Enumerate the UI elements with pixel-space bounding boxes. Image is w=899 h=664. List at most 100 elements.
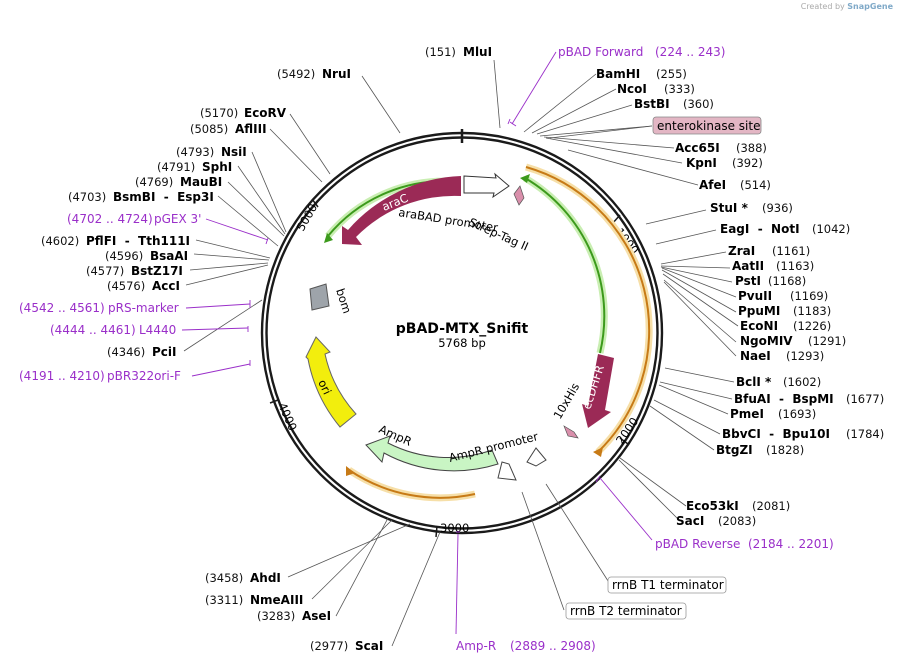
primer-name: Amp-R (456, 639, 496, 653)
site-name: PmeI (730, 407, 764, 421)
site-pos: (4703) (68, 190, 106, 204)
site-name: BstBI (634, 97, 670, 111)
primer-pos: (2889 .. 2908) (510, 639, 596, 653)
site-name: NaeI (740, 349, 771, 363)
site-name: NgoMIV (740, 334, 793, 348)
rrnB-T1-label: rrnB T1 terminator (612, 578, 724, 592)
site-pos: (5085) (190, 122, 228, 136)
site-pos: (4576) (107, 279, 145, 293)
site-pos: (1784) (846, 427, 884, 441)
primers: pBAD Forward (224 .. 243) (4702 .. 4724)… (19, 45, 834, 653)
his-tag-label: 10xHis (550, 380, 582, 421)
site-pos: (333) (664, 82, 695, 96)
site-name: ScaI (355, 639, 383, 653)
enterokinase-feature: enterokinase site (549, 116, 762, 139)
site-pos: (1161) (772, 244, 810, 258)
site-pos: (3458) (205, 571, 243, 585)
site-name: BbvCI - Bpu10I (722, 427, 830, 441)
site-pos: (4793) (176, 145, 214, 159)
primer-pos: (4191 .. 4210) (19, 369, 105, 383)
site-pos: (1291) (808, 334, 846, 348)
site-pos: (5492) (277, 67, 315, 81)
ecDHFR-feature: ecDHFR (580, 354, 614, 428)
site-pos: (1226) (793, 319, 831, 333)
site-pos: (1677) (846, 392, 884, 406)
primer-pos: (4444 .. 4461) (50, 323, 136, 337)
AmpR-promoter-feature: AmpR promoter (447, 429, 547, 481)
primer-name: pBR322ori-F (107, 369, 181, 383)
plasmid-length: 5768 bp (438, 336, 486, 350)
primer-leaders (181, 51, 653, 635)
site-pos: (1602) (783, 375, 821, 389)
sites-left: (151) MluI (5492) NruI (5170) EcoRV (508… (41, 45, 492, 653)
site-pos: (4596) (105, 249, 143, 263)
site-name: EagI - NotI (720, 222, 800, 236)
site-pos: (4346) (107, 345, 145, 359)
site-name: AflIII (235, 122, 267, 136)
primer-name: L4440 (139, 323, 176, 337)
site-name: PpuMI (738, 304, 780, 318)
snapgene-credit: Created by SnapGene (801, 2, 893, 11)
site-pos: (4791) (157, 160, 195, 174)
site-pos: (392) (732, 156, 763, 170)
site-pos: (514) (740, 178, 771, 192)
enterokinase-label: enterokinase site (657, 119, 760, 133)
site-pos: (1169) (790, 289, 828, 303)
site-pos: (1828) (766, 443, 804, 457)
primer-name: pBAD Forward (558, 45, 643, 59)
bom-feature: bom (309, 283, 354, 316)
site-pos: (255) (656, 67, 687, 81)
site-name: EcoNI (740, 319, 778, 333)
tick-3000: 3000 (440, 521, 469, 535)
primer-pos: (4542 .. 4561) (19, 301, 105, 315)
site-pos: (1042) (812, 222, 850, 236)
site-name: PflFI - Tth111I (86, 234, 190, 248)
site-pos: (2081) (752, 499, 790, 513)
leaders-right (493, 59, 739, 611)
site-name: NruI (322, 67, 351, 81)
site-name: PciI (152, 345, 177, 359)
site-name: NsiI (221, 145, 247, 159)
site-name: MluI (463, 45, 492, 59)
site-name: EcoRV (244, 106, 287, 120)
site-name: BsmBI - Esp3I (113, 190, 214, 204)
primer-pos: (224 .. 243) (655, 45, 725, 59)
sites-right: BamHI (255) NcoI (333) BstBI (360) Acc65… (596, 67, 884, 528)
site-name: MauBI (180, 175, 222, 189)
credit-prefix: Created by (800, 2, 845, 11)
site-pos: (3283) (257, 609, 295, 623)
primer-pos: (4702 .. 4724) (67, 212, 153, 226)
site-pos: (2083) (718, 514, 756, 528)
site-pos: (151) (425, 45, 456, 59)
site-pos: (4769) (135, 175, 173, 189)
site-name: StuI * (710, 201, 749, 215)
site-name: Acc65I (675, 141, 720, 155)
site-pos: (4577) (86, 264, 124, 278)
site-name: BfuAI - BspMI (734, 392, 834, 406)
site-pos: (936) (762, 201, 793, 215)
rrnB-T1-feature: rrnB T1 terminator (607, 576, 727, 594)
site-name: BstZ17I (131, 264, 183, 278)
site-name: BamHI (596, 67, 640, 81)
site-name: PvuII (738, 289, 772, 303)
site-pos: (1183) (793, 304, 831, 318)
plasmid-name: pBAD-MTX_Snifit (396, 321, 529, 337)
site-name: PstI (735, 274, 761, 288)
site-pos: (1168) (768, 274, 806, 288)
credit-brand: SnapGene (847, 2, 893, 11)
site-name: SacI (676, 514, 704, 528)
site-name: AseI (302, 609, 331, 623)
ori-feature: ori (305, 336, 357, 428)
leaders-left (183, 75, 441, 647)
site-pos: (4602) (41, 234, 79, 248)
site-name: NmeAIII (250, 593, 303, 607)
his-tag-feature: 10xHis (550, 380, 582, 439)
bom-label: bom (333, 287, 354, 316)
site-pos: (3311) (205, 593, 243, 607)
site-name: SphI (202, 160, 232, 174)
primer-name: pRS-marker (108, 301, 179, 315)
site-name: Eco53kI (686, 499, 739, 513)
site-pos: (1163) (776, 259, 814, 273)
site-name: NcoI (617, 82, 647, 96)
